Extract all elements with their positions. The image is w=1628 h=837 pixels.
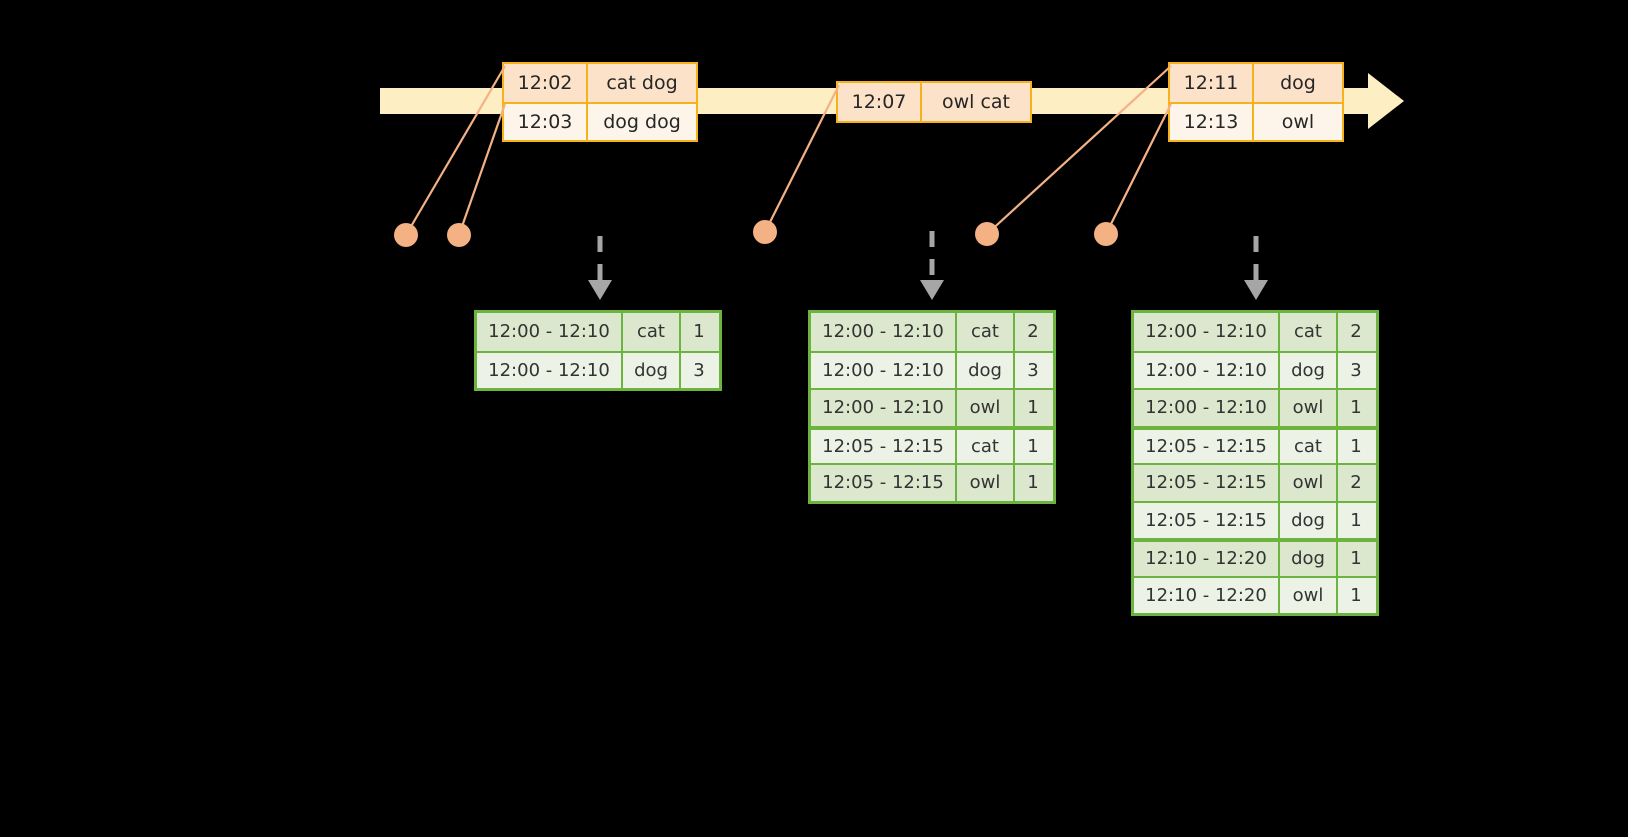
count-cell: 1 <box>1350 548 1362 570</box>
key-cell: owl <box>957 465 1015 501</box>
event-row: 12:11 dog <box>1170 64 1342 102</box>
key-cell: dog <box>1280 542 1338 576</box>
window-cell: 12:00 - 12:10 <box>1134 390 1280 426</box>
key-cell: cat <box>1280 429 1338 463</box>
count-cell: 2 <box>1350 321 1362 343</box>
event-timestamp: 12:13 <box>1170 104 1254 140</box>
window-cell: 12:05 - 12:15 <box>811 429 957 463</box>
count-cell: 1 <box>1350 397 1362 419</box>
key-cell: owl <box>957 390 1015 426</box>
count-cell: 1 <box>693 321 705 343</box>
window-cell: 12:05 - 12:15 <box>1134 465 1280 501</box>
window-cell: 12:05 - 12:15 <box>811 465 957 501</box>
key-cell: cat <box>623 313 681 351</box>
connector-line <box>1105 103 1172 235</box>
key-cell: dog <box>957 352 1015 388</box>
key-cell: owl <box>1280 577 1338 613</box>
event-timestamp: 12:03 <box>504 104 588 140</box>
arrow-head-icon <box>588 280 612 300</box>
connector-dots <box>394 220 1118 247</box>
window-cell: 12:05 - 12:15 <box>1134 429 1280 463</box>
window-cell: 12:10 - 12:20 <box>1134 577 1280 613</box>
key-cell: cat <box>1280 313 1338 351</box>
key-cell: cat <box>957 313 1015 351</box>
window-cell: 12:00 - 12:10 <box>477 313 623 351</box>
event-payload: dog <box>1280 72 1316 94</box>
key-cell: dog <box>623 352 681 388</box>
window-cell: 12:00 - 12:10 <box>1134 352 1280 388</box>
window-cell: 12:00 - 12:10 <box>811 352 957 388</box>
event-dot-4 <box>975 222 999 246</box>
key-cell: dog <box>1280 352 1338 388</box>
key-cell: cat <box>957 429 1015 463</box>
event-row: 12:13 owl <box>1170 102 1342 140</box>
count-cell: 3 <box>1350 359 1362 381</box>
count-cell: 1 <box>1350 509 1362 531</box>
window-cell: 12:10 - 12:20 <box>1134 542 1280 576</box>
event-payload: owl <box>1281 111 1315 133</box>
event-row: 12:07 owl cat <box>838 83 1030 121</box>
connector-line <box>457 103 507 236</box>
count-cell: 1 <box>1027 397 1039 419</box>
window-cell: 12:00 - 12:10 <box>811 390 957 426</box>
window-cell: 12:00 - 12:10 <box>477 352 623 388</box>
event-box: 12:02 cat dog 12:03 dog dog <box>502 62 698 142</box>
event-dot-5 <box>1094 222 1118 246</box>
window-cell: 12:05 - 12:15 <box>1134 502 1280 538</box>
event-payload: dog dog <box>603 111 681 133</box>
key-cell: dog <box>1280 502 1338 538</box>
event-timestamp: 12:02 <box>504 64 588 102</box>
event-row: 12:03 dog dog <box>504 102 696 140</box>
count-cell: 1 <box>1350 435 1362 457</box>
count-cell: 3 <box>1027 359 1039 381</box>
event-dot-1 <box>394 223 418 247</box>
arrow-head-icon <box>1244 280 1268 300</box>
event-payload: cat dog <box>606 72 678 94</box>
count-cell: 2 <box>1027 321 1039 343</box>
count-cell: 1 <box>1027 472 1039 494</box>
count-cell: 1 <box>1350 584 1362 606</box>
arrow-head-icon <box>920 280 944 300</box>
window-cell: 12:00 - 12:10 <box>1134 313 1280 351</box>
event-timestamp: 12:11 <box>1170 64 1254 102</box>
key-cell: owl <box>1280 465 1338 501</box>
count-cell: 3 <box>693 359 705 381</box>
event-dot-2 <box>447 223 471 247</box>
event-payload: owl cat <box>941 91 1011 113</box>
flow-arrows <box>588 231 1268 300</box>
event-box: 12:11 dog 12:13 owl <box>1168 62 1344 142</box>
window-cell: 12:00 - 12:10 <box>811 313 957 351</box>
event-timestamp: 12:07 <box>838 83 922 121</box>
timeline-arrow-head-icon <box>1368 73 1404 129</box>
event-row: 12:02 cat dog <box>504 64 696 102</box>
count-cell: 1 <box>1027 435 1039 457</box>
event-box: 12:07 owl cat <box>836 81 1032 123</box>
key-cell: owl <box>1280 390 1338 426</box>
event-dot-3 <box>753 220 777 244</box>
count-cell: 2 <box>1350 472 1362 494</box>
